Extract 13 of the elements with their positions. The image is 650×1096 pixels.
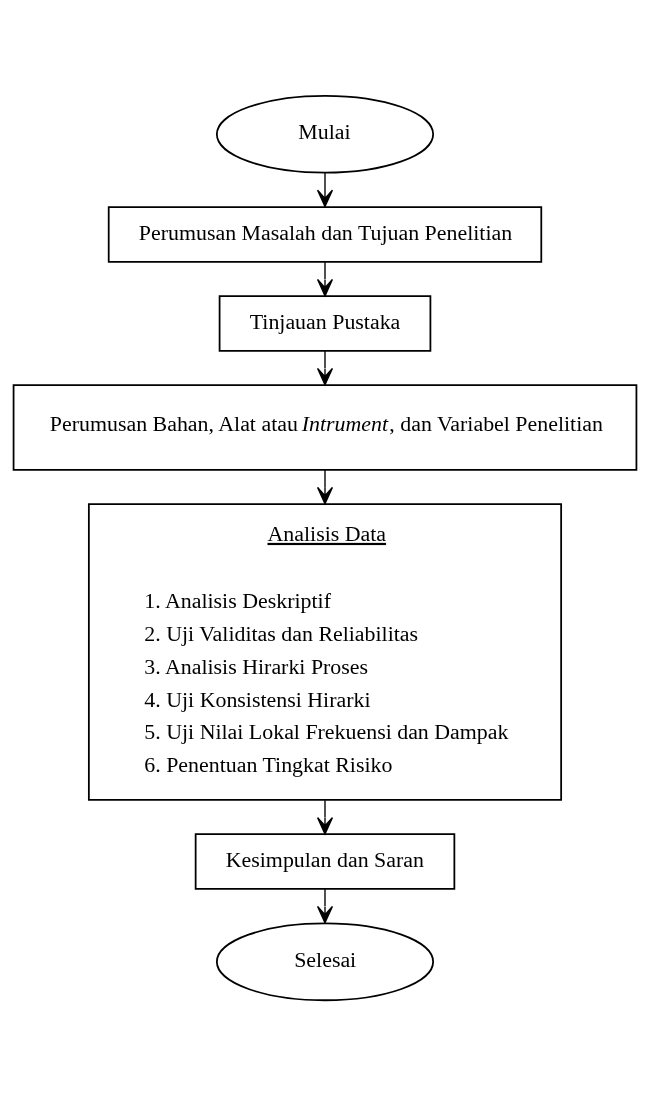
node-box: Perumusan Bahan, Alat atau Intrument, dan Variabel Penelitian (12, 384, 638, 471)
arrow (316, 469, 334, 505)
node-box: Analisis Data 1. Analisis Deskriptif 2. Uji Validitas dan Reliabilitas 3. Analisis Hirarki Proses 4. Uji Konsistensi Hirarki 5. Uji Nilai Lokal Frekuensi dan Dampak 6. Penentuan Tingkat Risiko (87, 503, 563, 801)
node-box: Perumusan Masalah dan Tujuan Penelitian (107, 206, 543, 263)
node-box: Tinjauan Pustaka (218, 295, 432, 352)
arrow (316, 172, 334, 208)
arrow (316, 350, 334, 386)
arrow (316, 261, 334, 297)
node-ellipse: Mulai (215, 94, 435, 174)
arrow (316, 799, 334, 835)
node-ellipse: Selesai (215, 922, 435, 1002)
arrow (316, 888, 334, 924)
node-box: Kesimpulan dan Saran (194, 833, 456, 890)
